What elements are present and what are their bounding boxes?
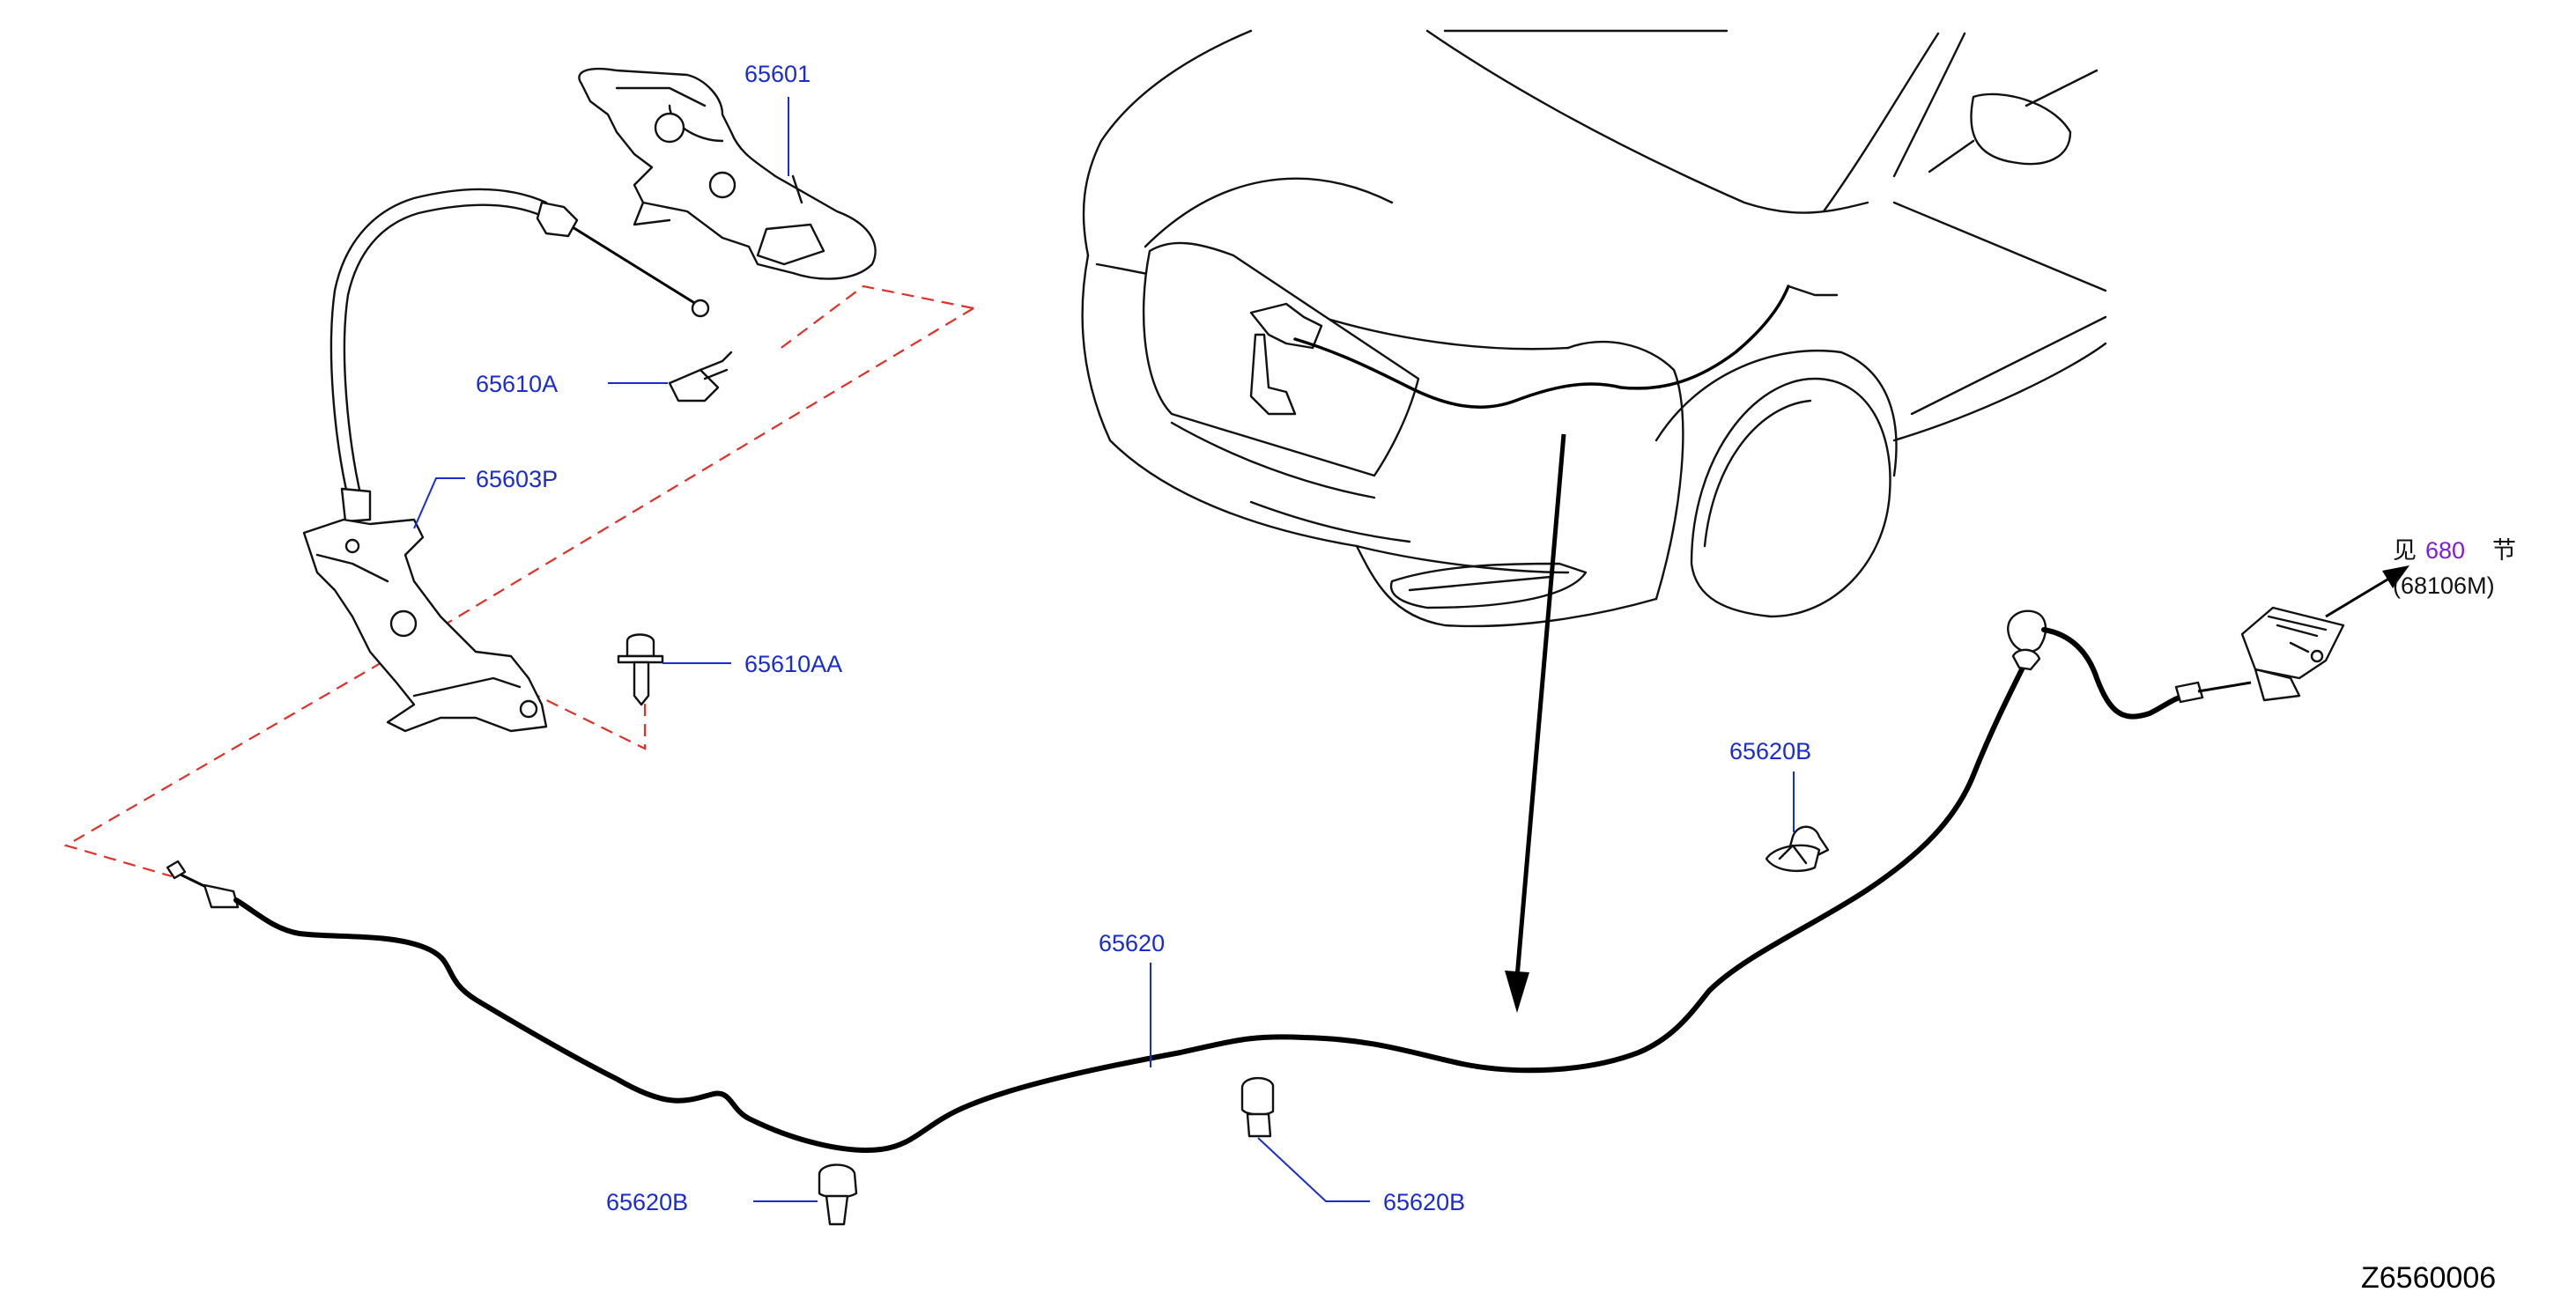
- hood-release-cable[interactable]: [166, 609, 2252, 1153]
- vehicle-front-illustration: [1081, 29, 2107, 628]
- reference-section-link[interactable]: 680: [2425, 537, 2465, 564]
- hood-lock-part[interactable]: [578, 67, 877, 280]
- section-reference: 见 680 节 (68106M): [2393, 537, 2516, 599]
- reference-arrow: [2325, 565, 2409, 618]
- clip-65620b-bottom-center[interactable]: [1240, 1076, 1275, 1138]
- pointer-arrow: [1505, 433, 1566, 1013]
- reference-suffix: 节: [2492, 537, 2516, 565]
- release-handle-part[interactable]: [2240, 606, 2345, 702]
- clip-65620b-bottom-left[interactable]: [818, 1163, 858, 1226]
- label-65603p[interactable]: 65603P: [476, 466, 558, 492]
- diagram-id: Z6560006: [2361, 1261, 2496, 1295]
- clip-65620b-upper-right[interactable]: [1765, 825, 1830, 873]
- bolt-65610aa[interactable]: [617, 633, 664, 706]
- label-65610aa[interactable]: 65610AA: [744, 651, 842, 677]
- part-labels: 65601 65610A 65603P 65610AA 65620 65620B…: [476, 61, 1811, 1215]
- assembly-dashed-lines: [63, 284, 974, 878]
- label-65620b-bottom-left[interactable]: 65620B: [606, 1189, 688, 1215]
- label-65620b-upper-right[interactable]: 65620B: [1729, 738, 1811, 764]
- bolt-65610a[interactable]: [668, 351, 733, 402]
- lock-cable-upper: [329, 188, 710, 499]
- reference-part-number: (68106M): [2393, 572, 2495, 599]
- label-65610a[interactable]: 65610A: [476, 371, 558, 397]
- leader-lines: [413, 97, 1795, 1202]
- label-65620b-bottom-center[interactable]: 65620B: [1383, 1189, 1465, 1215]
- label-65601[interactable]: 65601: [744, 61, 811, 87]
- reference-prefix: 见: [2393, 537, 2417, 565]
- label-65620[interactable]: 65620: [1099, 930, 1165, 956]
- lock-bracket-part[interactable]: [302, 487, 548, 733]
